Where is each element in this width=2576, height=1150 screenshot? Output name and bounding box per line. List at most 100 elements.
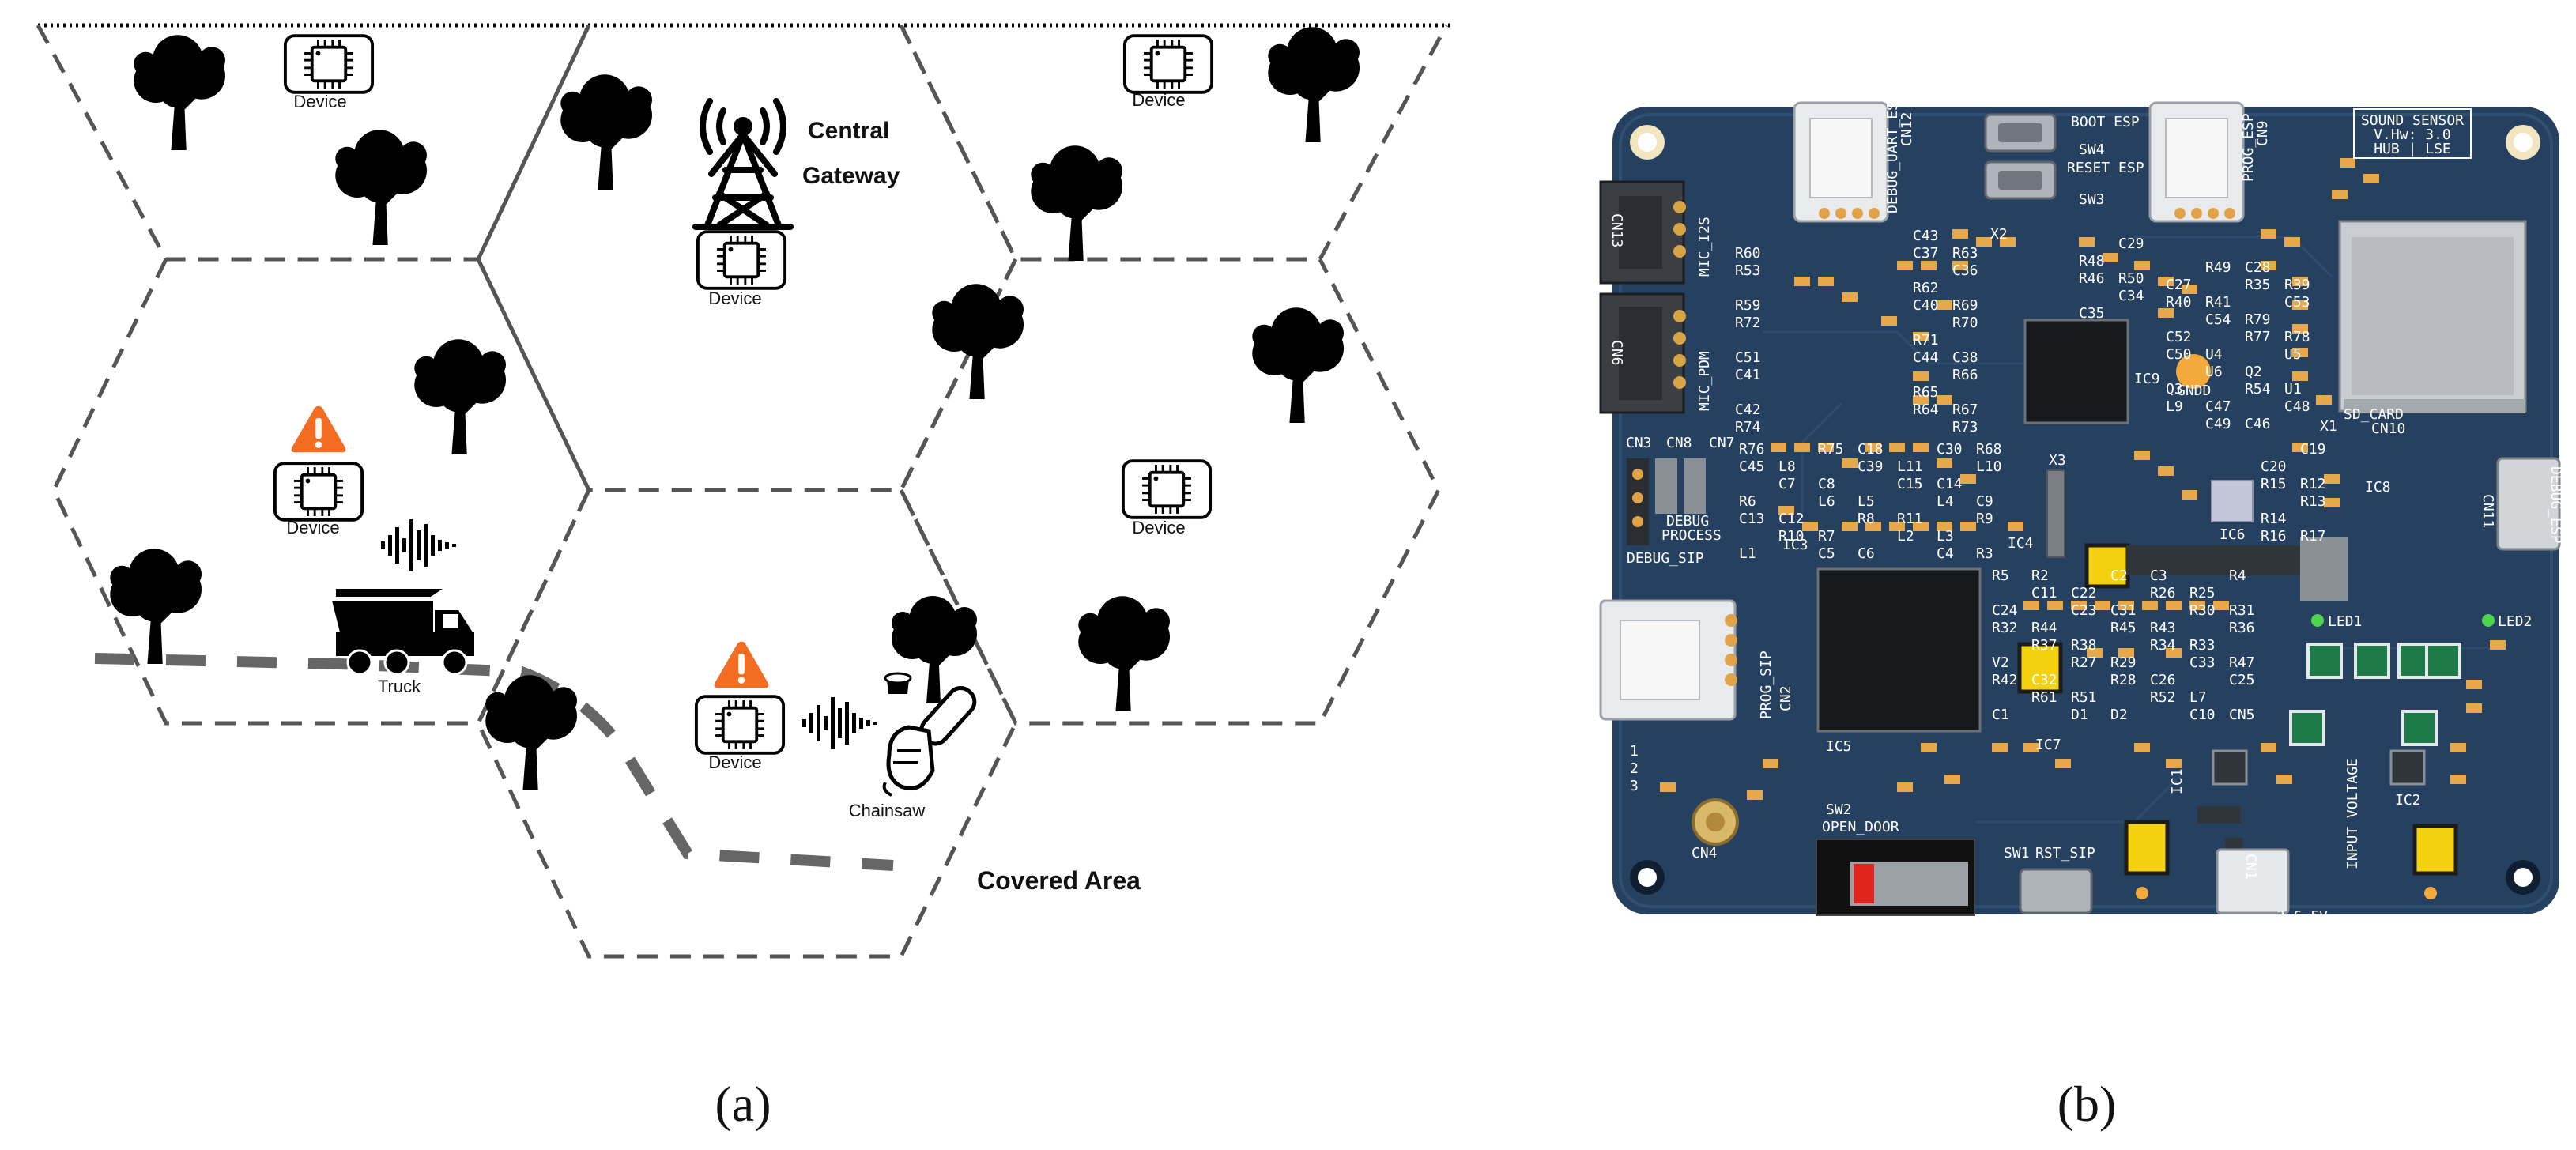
caption-a: (a)	[715, 1076, 771, 1132]
component-designator: R3	[1976, 545, 1993, 562]
component-designator: R26	[2150, 585, 2176, 601]
header-pins	[2126, 537, 2348, 601]
component-designator: C47	[2205, 398, 2231, 415]
component-designator: C25	[2229, 672, 2255, 688]
connector-label: PROG_SIP	[1758, 650, 1775, 719]
component-designator: R42	[1992, 672, 2018, 688]
component-designator: D1	[2071, 707, 2088, 723]
component-designator: C23	[2071, 602, 2097, 619]
power-range-label: 3.6-5V	[2276, 908, 2328, 925]
component-designator: R79	[2245, 311, 2271, 328]
prog-sip-connector	[1599, 599, 1737, 721]
connector-label: CN2	[1778, 685, 1794, 711]
component-designator: C10	[2189, 707, 2216, 723]
component-designator: R32	[1992, 620, 2018, 636]
component-designator: L2	[1897, 528, 1914, 545]
component-designator: L4	[1937, 493, 1954, 510]
component-designator: C7	[1778, 476, 1796, 492]
switch-label: SW1	[2004, 845, 2030, 862]
truck-label: Truck	[378, 677, 421, 696]
device-chip-icon	[273, 462, 364, 522]
component-designator: C18	[1858, 441, 1884, 458]
component-designator: C35	[2079, 305, 2105, 322]
covered-area-label: Covered Area	[977, 866, 1141, 895]
component-designator: C51	[1735, 349, 1761, 366]
intruder-path	[94, 653, 894, 871]
component-designator: R33	[2189, 637, 2216, 654]
component-designator: C44	[1913, 349, 1939, 366]
component-designator: C1	[1992, 707, 2009, 723]
tree-icon	[414, 339, 506, 454]
component-designator: R34	[2150, 637, 2176, 654]
connector-label: DEBUG_SIP	[1627, 550, 1704, 567]
mic-pdm-connector	[1599, 292, 1686, 414]
component-designator: C37	[1913, 245, 1939, 262]
component-designator: C42	[1735, 402, 1761, 418]
connector-label: DEBUG_UART_ESP	[1884, 93, 1901, 213]
tree-icon	[560, 74, 652, 190]
component-designator: R69	[1952, 297, 1978, 314]
component-designator: R46	[2079, 270, 2105, 287]
chip-label: IC2	[2395, 792, 2421, 809]
component-designator: C29	[2118, 236, 2144, 252]
board-title-line2: V.Hw: 3.0	[2374, 126, 2451, 143]
component-designator: R77	[2245, 329, 2271, 345]
connector-label: PROCESS	[1661, 527, 1722, 544]
component-designator: C19	[2300, 441, 2326, 458]
radio-tower-icon	[692, 98, 794, 230]
connector-label: SD_CARD	[2344, 406, 2404, 423]
component-designator: L6	[1818, 493, 1835, 510]
switch-label: SW4	[2079, 141, 2105, 158]
component-designator: U6	[2205, 364, 2223, 380]
switch-label: SW2	[1826, 801, 1852, 818]
component-designator: R48	[2079, 253, 2105, 270]
gndd-test-point	[2176, 354, 2211, 389]
connector-label: PROG_ESP	[2240, 113, 2257, 182]
component-designator: C28	[2245, 259, 2271, 276]
component-designator: R73	[1952, 419, 1978, 435]
component-designator: C32	[2031, 672, 2057, 688]
component-designator: C40	[1913, 297, 1939, 314]
component-designator: R28	[2110, 672, 2137, 688]
component-designator: R35	[2245, 277, 2271, 293]
component-designator: Q2	[2245, 364, 2262, 380]
warning-icon	[714, 641, 769, 688]
chip-label: IC5	[1826, 738, 1852, 755]
board-title-line1: SOUND SENSOR	[2361, 112, 2464, 129]
component-designator: L3	[1937, 528, 1954, 545]
component-designator: R78	[2284, 329, 2310, 345]
component-designator: C54	[2205, 311, 2231, 328]
component-designator: R65	[1913, 384, 1939, 401]
panel-a-network-diagram: Device Device Device Device Device Devic…	[36, 23, 1453, 1132]
component-designator: R60	[1735, 245, 1761, 262]
component-designator: C30	[1937, 441, 1963, 458]
component-designator: L5	[1858, 493, 1875, 510]
caption-b: (b)	[2057, 1076, 2117, 1132]
component-designator: R5	[1992, 567, 2009, 584]
debug-pin-headers	[1627, 458, 1706, 545]
component-designator: C2	[2110, 567, 2128, 584]
input-voltage-connector	[2216, 848, 2290, 914]
chip-label: IC4	[2008, 535, 2034, 552]
pin-number: 2	[1630, 760, 1639, 777]
panel-b-pcb-render: SOUND SENSOR V.Hw: 3.0 HUB | LSE DEBUG_U…	[1599, 93, 2564, 1132]
device-label: Device	[708, 288, 761, 308]
component-designator: R67	[1952, 402, 1978, 418]
component-designator: C27	[2166, 277, 2192, 293]
chainsaw-icon	[882, 685, 977, 797]
device-icons: Device Device Device Device Device Devic…	[273, 34, 1214, 772]
tree-icon	[485, 675, 577, 790]
component-designator: R30	[2189, 602, 2216, 619]
component-designator: R62	[1913, 280, 1939, 296]
pin-number: 3	[1630, 778, 1639, 794]
led-label: LED1	[2328, 613, 2362, 630]
tree-icon	[1268, 27, 1360, 142]
component-designator: R12	[2300, 476, 2326, 492]
usb-uart-connector-1	[1793, 101, 1889, 223]
component-designator: C33	[2189, 654, 2216, 671]
device-label: Device	[708, 752, 761, 772]
component-designator: R53	[1735, 262, 1761, 279]
tree-stump-icon	[884, 672, 912, 694]
